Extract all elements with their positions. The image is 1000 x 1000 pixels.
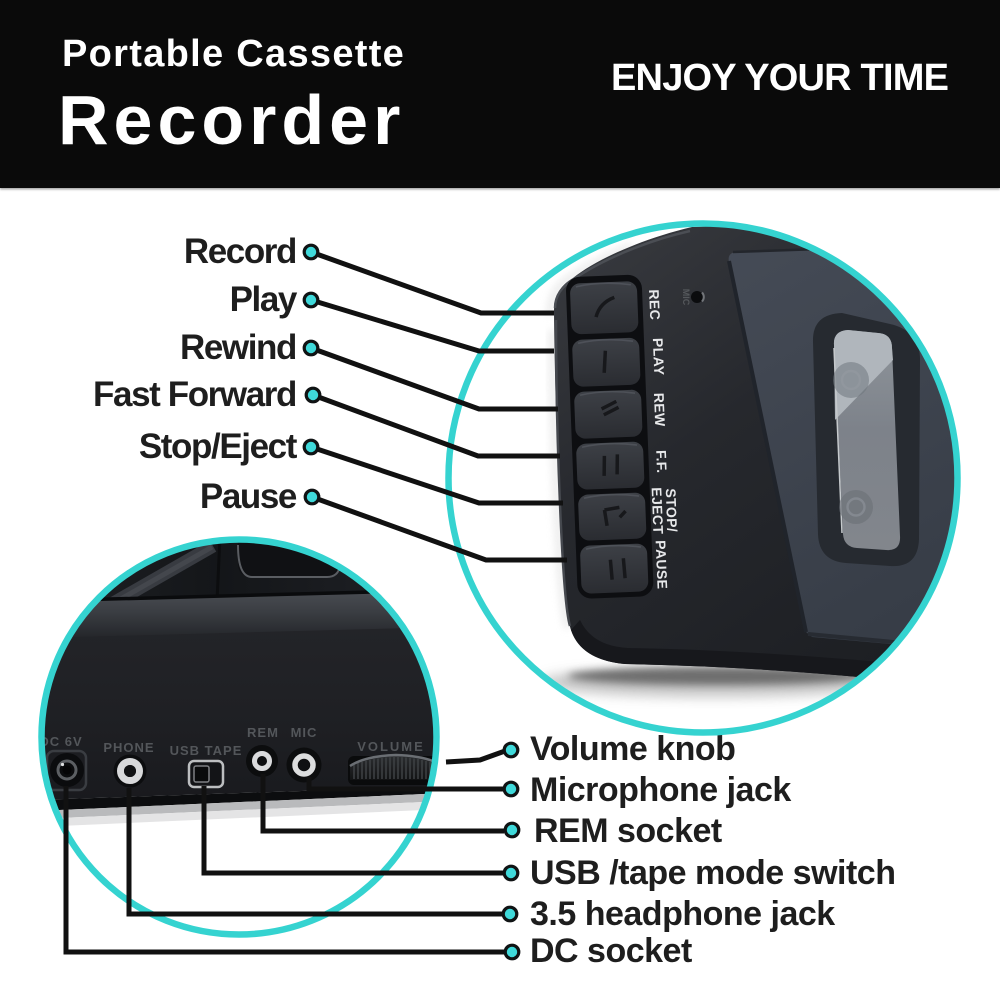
- svg-text:REC: REC: [646, 289, 663, 320]
- svg-text:MIC: MIC: [291, 725, 318, 740]
- svg-text:REW: REW: [651, 392, 668, 427]
- svg-text:EJECT: EJECT: [649, 487, 667, 535]
- svg-text:F.F.: F.F.: [653, 450, 670, 474]
- svg-text:PAUSE: PAUSE: [653, 540, 671, 590]
- svg-text:PLAY: PLAY: [650, 338, 667, 377]
- svg-text:STOP/: STOP/: [663, 488, 681, 532]
- svg-text:VOLUME: VOLUME: [357, 739, 425, 754]
- svg-text:REM: REM: [247, 725, 279, 740]
- svg-text:USB TAPE: USB TAPE: [170, 743, 243, 758]
- svg-text:DC 6V: DC 6V: [39, 734, 82, 749]
- svg-text:PHONE: PHONE: [103, 740, 154, 755]
- svg-text:MIC: MIC: [681, 289, 691, 306]
